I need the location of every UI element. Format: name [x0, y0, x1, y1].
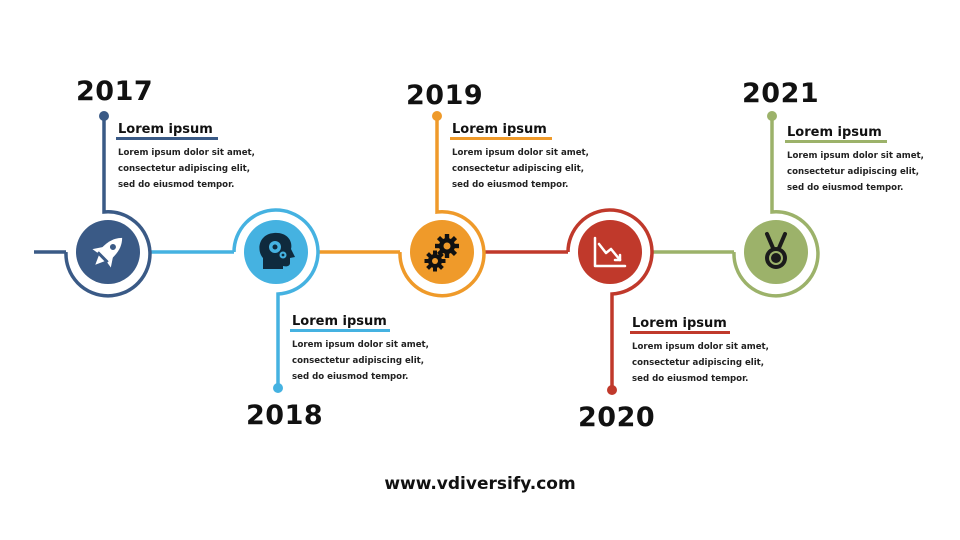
year-label-2018: 2018 — [246, 400, 324, 431]
milestone-description: Lorem ipsum dolor sit amet, consectetur … — [787, 151, 924, 193]
year-label-2017: 2017 — [76, 76, 154, 107]
connector-dot-2020 — [607, 385, 617, 395]
connector-2021 — [732, 116, 820, 298]
milestone-2021: Lorem ipsum Lorem ipsum dolor sit amet, … — [785, 121, 925, 196]
milestone-heading: Lorem ipsum — [452, 122, 547, 137]
milestone-2017: Lorem ipsum Lorem ipsum dolor sit amet, … — [116, 118, 256, 193]
milestone-description: Lorem ipsum dolor sit amet, consectetur … — [118, 148, 255, 190]
milestone-description: Lorem ipsum dolor sit amet, consectetur … — [632, 342, 769, 384]
year-label-2019: 2019 — [406, 80, 484, 111]
milestone-heading: Lorem ipsum — [787, 125, 882, 140]
milestone-heading: Lorem ipsum — [292, 314, 387, 329]
year-label-2021: 2021 — [742, 78, 820, 109]
connector-dot-2019 — [432, 111, 442, 121]
underline-2018 — [290, 329, 390, 332]
connector-2020 — [566, 208, 654, 390]
connector-dot-2021 — [767, 111, 777, 121]
underline-2020 — [630, 331, 730, 334]
milestone-circle-2020 — [578, 220, 642, 284]
milestone-description: Lorem ipsum dolor sit amet, consectetur … — [292, 340, 429, 382]
declining-chart-icon — [593, 236, 627, 268]
year-label-2020: 2020 — [578, 402, 656, 433]
underline-2017 — [116, 137, 218, 140]
gears-icon — [424, 234, 459, 272]
milestone-2019: Lorem ipsum Lorem ipsum dolor sit amet, … — [450, 118, 590, 193]
milestone-heading: Lorem ipsum — [118, 122, 213, 137]
connector-2018 — [232, 208, 320, 388]
connector-dot-2018 — [273, 383, 283, 393]
medal-icon — [765, 232, 787, 269]
underline-2019 — [450, 137, 552, 140]
milestone-2020: Lorem ipsum Lorem ipsum dolor sit amet, … — [630, 312, 770, 387]
head-gears-icon — [259, 232, 295, 269]
rocket-icon — [92, 237, 123, 268]
milestone-description: Lorem ipsum dolor sit amet, consectetur … — [452, 148, 589, 190]
milestone-heading: Lorem ipsum — [632, 316, 727, 331]
underline-2021 — [785, 140, 887, 143]
connector-2019 — [398, 116, 486, 298]
connector-dot-2017 — [99, 111, 109, 121]
connector-2017 — [64, 116, 152, 298]
website-url: www.vdiversify.com — [384, 474, 576, 494]
milestone-2018: Lorem ipsum Lorem ipsum dolor sit amet, … — [290, 310, 430, 385]
